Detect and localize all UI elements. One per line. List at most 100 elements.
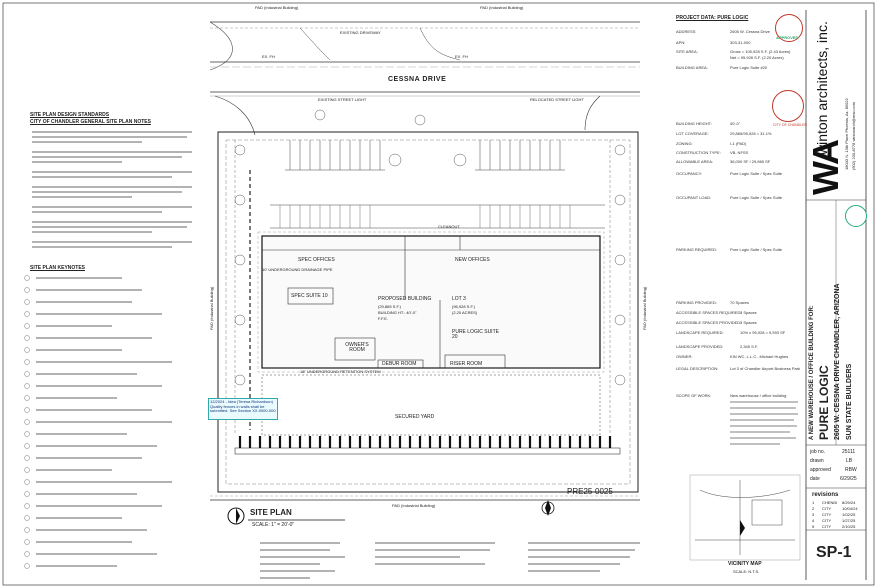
revision-id: 1 (812, 500, 815, 505)
project-data-row: ADDRESS: (676, 29, 697, 34)
revision-id: 2 (812, 506, 815, 511)
project-data-value: Lot 3 of Chandler Airport Business Park (730, 366, 801, 371)
project-data-value: 36,000 SF / 29,865 SF (730, 159, 771, 164)
project-data-title: PROJECT DATA: PURE LOGIC (676, 15, 749, 21)
new-offices-label: NEW OFFICES (455, 257, 490, 263)
bottom-notes-lines (260, 542, 640, 579)
revisions-title: revisions (812, 492, 839, 498)
firm-phone: (602) 230-8778 wintonarch@msn.com (851, 101, 856, 170)
approved-stamp-text: APPROVED (776, 35, 799, 40)
project-data-value: 303-31-000 (730, 40, 751, 45)
project-data-row: PARKING REQUIRED: (676, 247, 718, 252)
project-data-value: 3 Spaces (740, 320, 757, 325)
ffe-label: F.F.E. (378, 316, 389, 321)
project-data-row: OCCUPANT LOAD: (676, 195, 712, 200)
project-data-value: 2,345 S.F. (740, 344, 759, 349)
design-standards-subtitle: CITY OF CHANDLER GENERAL SITE PLAN NOTES (30, 119, 151, 125)
pad-label-right: PAD (Industrial Building) (642, 286, 647, 330)
project-data-value: Pure Logic Suite / Spec Suite (730, 247, 783, 252)
revision-date: 1/02/25 (842, 512, 856, 517)
date-label: date (810, 476, 820, 482)
project-data-row: SITE AREA: (676, 49, 698, 54)
project-data-row: OWNER: (676, 354, 693, 359)
revision-by: CITY (822, 518, 832, 523)
project-data-row: ALLOWABLE AREA: (676, 159, 713, 164)
vicinity-map-title: VICINITY MAP (728, 561, 762, 567)
project-line-1: A NEW WAREHOUSE / OFFICE BUILDING FOR: (809, 305, 815, 440)
revision-by: CHENDI (822, 500, 838, 505)
project-data-value: KIN WC, L.L.C., Michael Hughes (730, 354, 789, 359)
revision-date: 2/10/25 (842, 524, 856, 529)
pure-logic-suite-label: PURE LOGIC SUITE 20 (452, 329, 499, 340)
revision-by: CITY (822, 512, 832, 517)
building-sf: (29,865 S.F.) (378, 304, 401, 309)
project-data-row: OCCUPANCY: (676, 171, 703, 176)
cleanout-label: CLEANOUT (438, 224, 460, 229)
project-data-value: 10% x 95,928 = 9,593 SF (740, 330, 786, 335)
city-seal-icon (772, 90, 804, 122)
project-data-value: Pure Logic Suite #20 (730, 65, 768, 70)
proposed-building-label: PROPOSED BUILDING (378, 296, 432, 302)
design-standards-notes-lines (32, 131, 192, 248)
revision-by: CITY (822, 524, 832, 529)
ex-fh-right: EX. FH (455, 54, 468, 59)
firm-address: 18043 N. 13th Place Phoenix, Az. 85022 (844, 98, 849, 170)
keynotes-title: SITE PLAN KEYNOTES (30, 265, 86, 271)
existing-driveway-label: EXISTING DRIVEWAY (340, 30, 381, 35)
keynotes-list-lines (24, 275, 172, 569)
city-stamp-text: CITY OF CHANDLER (773, 123, 807, 127)
project-data-value: 70 Spaces (730, 300, 749, 305)
spec-offices-label: SPEC OFFICES (298, 257, 335, 263)
revision-id: 4 (812, 518, 815, 523)
lot-acres: (2.20 ACRES) (452, 310, 478, 315)
approved-label: approved (810, 467, 831, 473)
project-data-row: LOT COVERAGE: (676, 131, 709, 136)
debur-room-label: DEBUR ROOM (382, 361, 417, 367)
project-data-row: BUILDING HEIGHT: (676, 121, 712, 126)
job-no-label: job no. (810, 449, 826, 455)
revision-date: 8/29/24 (842, 500, 856, 505)
project-data-row: LANDSCAPE REQUIRED: (676, 330, 724, 335)
project-data-value: Pure Logic Suite / Spec Suite (730, 171, 783, 176)
project-data-row: APN: (676, 40, 686, 45)
pad-label-top-right: PAD (Industrial Building) (480, 5, 524, 10)
existing-street-light: EXISTING STREET LIGHT (318, 97, 367, 102)
drawn-label: drawn (810, 458, 824, 464)
lot-label: LOT 3 (452, 296, 466, 302)
project-data-value: 2605 W. Cessna Drive (730, 29, 770, 34)
pre-number: PRE25-0025 (567, 487, 613, 496)
pad-label-left: PAD (Industrial Building) (209, 286, 214, 330)
retention-label: 18" UNDERGROUND RETENTION SYSTEM (300, 369, 381, 374)
project-data-value: I-1 (PAD) (730, 141, 747, 146)
job-no: 25111 (842, 449, 856, 455)
scope-of-work-lines (730, 401, 798, 445)
revision-id: 3 (812, 512, 815, 517)
project-data-row: BUILDING AREA: (676, 65, 708, 70)
project-data-value: VB, NFSS (730, 150, 749, 155)
design-standards-title: SITE PLAN DESIGN STANDARDS (30, 112, 110, 118)
chandler-seal-icon (845, 205, 867, 227)
pad-label-bottom: PAD (Industrial Building) (392, 503, 436, 508)
revision-date: 10/04/24 (842, 506, 858, 511)
project-data-value: Net = 95,928 S.F. (2.20 Acres) (730, 55, 784, 60)
project-line-2: PURE LOGIC (817, 365, 831, 440)
revision-date: 1/27/25 (842, 518, 856, 523)
project-data-value: Gross = 105,928 S.F. (2.43 Acres) (730, 49, 791, 54)
lot-sf: (95,928 S.F.) (452, 304, 475, 309)
sheet-number: SP-1 (816, 544, 852, 561)
owners-room-label: OWNER'S ROOM (345, 342, 369, 353)
project-data-value: 29,865/95,928 = 31.1% (730, 131, 772, 136)
project-line-3: 2605 W. CESSNA DRIVE CHANDLER, ARIZONA (834, 283, 841, 440)
project-line-4: SUN STATE BUILDERS (846, 363, 853, 440)
site-plan-title: SITE PLAN (250, 508, 292, 517)
approval-stamp-icon (775, 14, 803, 42)
project-data-row: ACCESSIBLE SPACES REQUIRED: (676, 310, 742, 315)
review-note-box: 12/2024 - Idea (Teresa Richardson) Quali… (208, 398, 278, 420)
street-name: CESSNA DRIVE (388, 76, 447, 83)
project-data-row: PARKING PROVIDED: (676, 300, 717, 305)
site-plan-scale: SCALE: 1" = 20'-0" (252, 522, 295, 528)
riser-room-label: RISER ROOM (450, 361, 483, 367)
project-data-row: LEGAL DESCRIPTION: (676, 366, 719, 371)
